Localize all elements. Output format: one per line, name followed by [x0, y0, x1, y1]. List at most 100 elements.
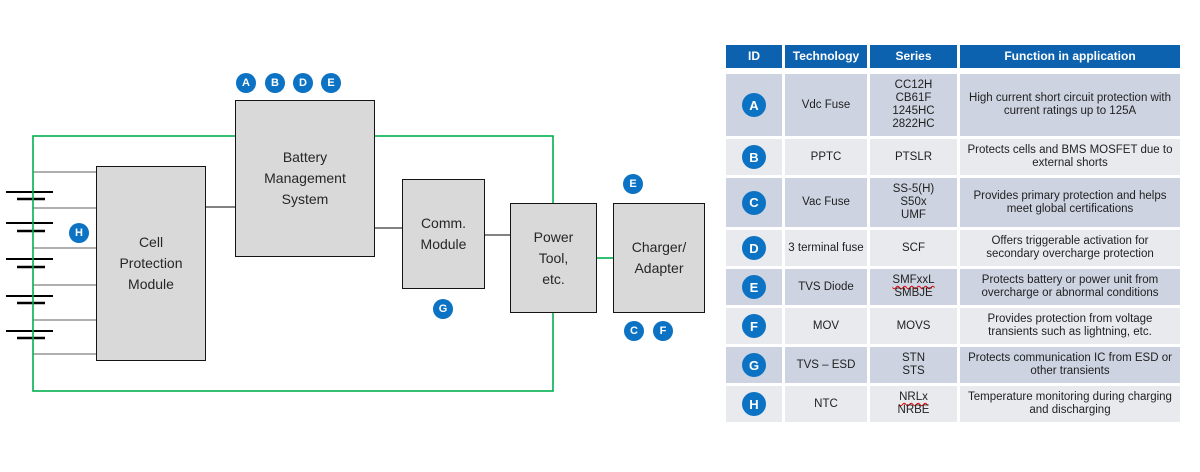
series-name: S50x: [900, 196, 927, 208]
badge-e: E: [623, 174, 643, 194]
badge-c: C: [624, 321, 644, 341]
function-cell: Protects cells and BMS MOSFET due to ext…: [960, 139, 1180, 175]
badge-f: F: [653, 321, 673, 341]
technology-cell: PPTC: [785, 139, 867, 175]
technology-cell: MOV: [785, 308, 867, 344]
badge-g: G: [433, 299, 453, 319]
node-label-line: Module: [420, 236, 467, 252]
col-header-series: Series: [870, 45, 957, 68]
technology-cell: NTC: [785, 386, 867, 422]
id-cell: D: [726, 230, 782, 266]
id-cell: A: [726, 74, 782, 136]
id-badge: F: [742, 314, 766, 338]
battery-cell-symbol: [6, 191, 53, 340]
series-name: UMF: [901, 209, 926, 221]
node-label-line: Charger/: [631, 239, 687, 255]
function-cell: Provides protection from voltage transie…: [960, 308, 1180, 344]
id-badge: D: [742, 236, 766, 260]
series-name: STS: [902, 365, 925, 377]
series-name: SCF: [902, 241, 925, 254]
badge-d: D: [293, 73, 313, 93]
series-name: SMFxxL: [892, 274, 935, 286]
series-name: NRBE: [897, 404, 930, 416]
node-label-line: etc.: [542, 270, 565, 287]
id-cell: H: [726, 386, 782, 422]
badge-b: B: [265, 73, 285, 93]
series-name: CB61F: [895, 92, 932, 104]
table-row: D 3 terminal fuse SCF Offers triggerable ac…: [726, 230, 1180, 266]
technology-cell: Vac Fuse: [785, 178, 867, 227]
node-label-line: Tool,: [538, 249, 569, 266]
node-label-line: Module: [128, 276, 174, 292]
col-header-function: Function in application: [960, 45, 1180, 68]
node-label-line: Power: [533, 228, 574, 245]
function-cell: Provides primary protection and helps me…: [960, 178, 1180, 227]
node-label-line: Management: [264, 170, 346, 186]
id-badge: E: [742, 275, 766, 299]
id-cell: E: [726, 269, 782, 305]
id-badge: G: [742, 353, 766, 377]
node-label-line: Comm.: [420, 215, 467, 231]
series-cell: SCF: [870, 230, 957, 266]
id-cell: F: [726, 308, 782, 344]
series-name: 1245HC: [892, 105, 935, 117]
id-badge: A: [742, 93, 766, 117]
series-name: STN: [902, 352, 925, 364]
node-charger-adapter: Charger/Adapter: [613, 203, 705, 313]
series-cell: PTSLR: [870, 139, 957, 175]
col-header-id: ID: [726, 45, 782, 68]
id-cell: C: [726, 178, 782, 227]
badge-e: E: [321, 73, 341, 93]
node-label-line: Cell: [138, 234, 164, 250]
technology-cell: Vdc Fuse: [785, 74, 867, 136]
table-row: B PPTC PTSLR Protects cells and BMS MOSFET …: [726, 139, 1180, 175]
series-name: SMBJE: [894, 287, 933, 299]
col-header-technology: Technology: [785, 45, 867, 68]
function-cell: Protects communication IC from ESD or ot…: [960, 347, 1180, 383]
badge-h: H: [69, 223, 89, 243]
node-label-line: Battery: [282, 149, 328, 165]
node-label-line: Adapter: [634, 260, 684, 276]
node-label-line: Protection: [119, 255, 183, 271]
series-name: CC12H: [894, 79, 933, 91]
series-name: 2822HC: [892, 118, 935, 130]
id-cell: B: [726, 139, 782, 175]
connector-lines: [206, 206, 613, 259]
id-badge: H: [742, 392, 766, 416]
function-cell: High current short circuit protection wi…: [960, 74, 1180, 136]
badge-a: A: [236, 73, 256, 93]
reference-table: ID Technology Series Function in applica…: [726, 45, 1180, 425]
id-badge: B: [742, 145, 766, 169]
node-label-line: System: [281, 191, 329, 207]
technology-cell: TVS – ESD: [785, 347, 867, 383]
technology-cell: 3 terminal fuse: [785, 230, 867, 266]
id-badge: C: [742, 190, 766, 215]
id-cell: G: [726, 347, 782, 383]
table-row: F MOV MOVS Provides protection from voltage…: [726, 308, 1180, 344]
series-name: SS-5(H): [892, 183, 935, 195]
node-comm-module: Comm. Module: [402, 179, 485, 289]
battery-stack: [6, 171, 96, 355]
table-header-row: ID Technology Series Function in applica…: [726, 45, 1180, 68]
function-cell: Protects battery or power unit from over…: [960, 269, 1180, 305]
series-name: MOVS: [896, 319, 931, 332]
function-cell: Offers triggerable activation for second…: [960, 230, 1180, 266]
series-name: PTSLR: [894, 150, 933, 163]
series-name: NRLx: [899, 391, 928, 403]
function-cell: Temperature monitoring during charging a…: [960, 386, 1180, 422]
